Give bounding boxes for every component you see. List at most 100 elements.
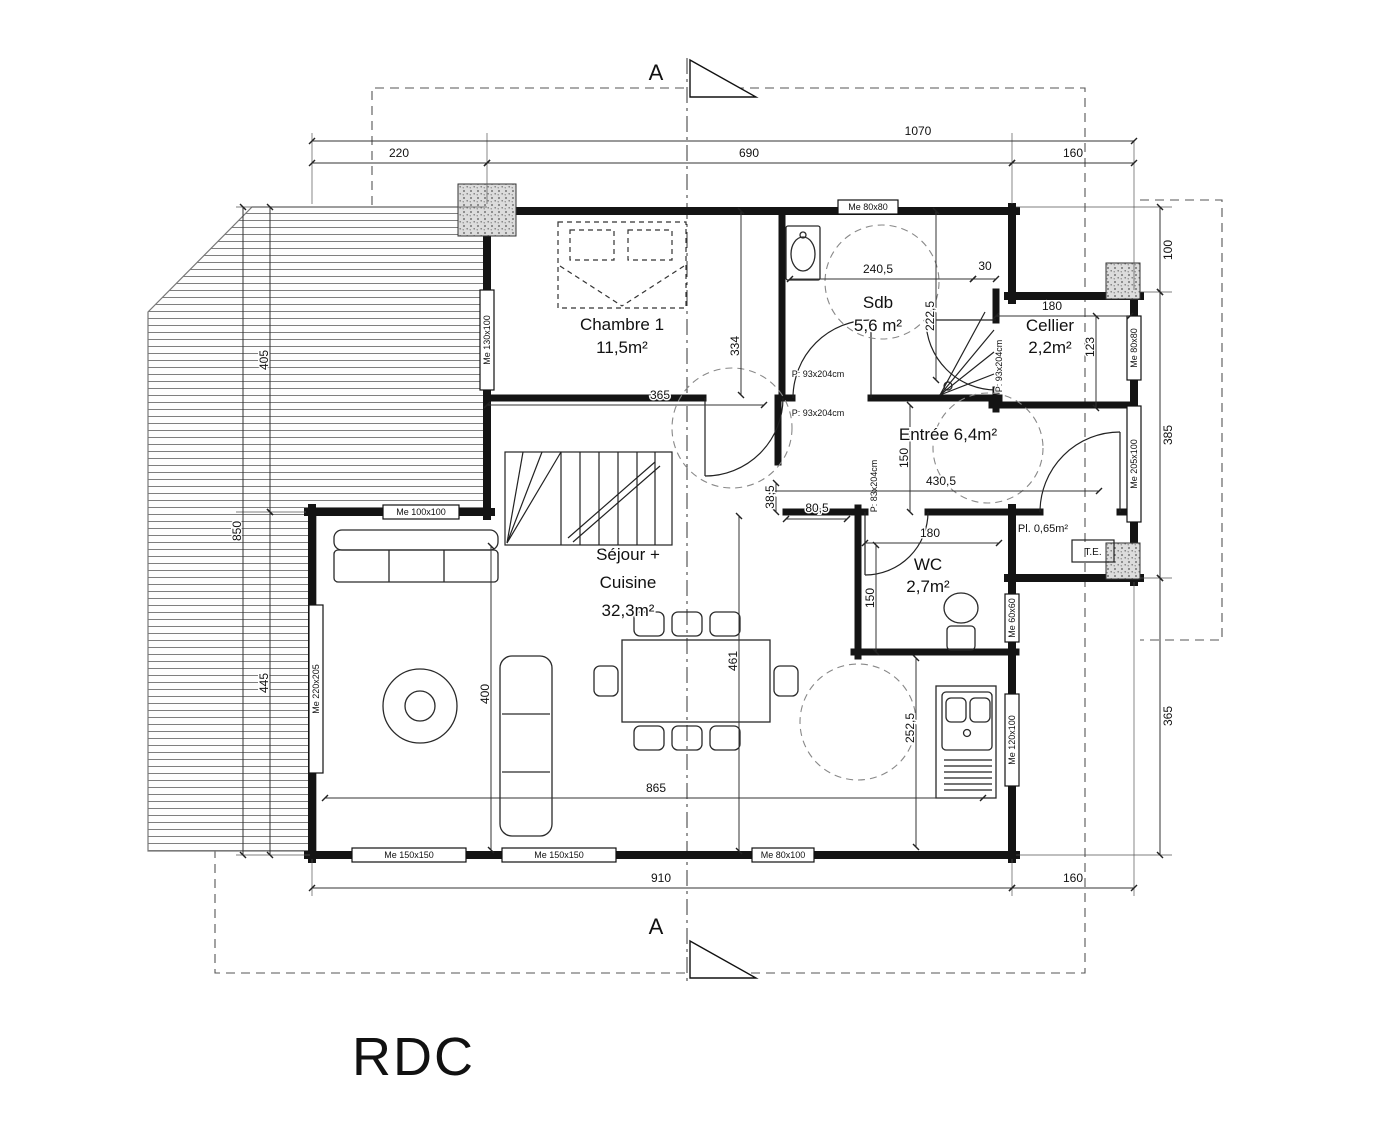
toilet [943, 592, 979, 651]
dim-entree-height-label: 150 [897, 448, 911, 468]
coffee-table [382, 668, 458, 744]
dim-wc-width: 180 [861, 525, 1003, 547]
section-arrow-top [689, 58, 759, 98]
dim-right-mid: 385 [1156, 288, 1177, 582]
dim-kitchen-height: 252,5 [902, 654, 920, 851]
dim-sdb-side: 30 [969, 258, 1000, 283]
door-sdb-label: P: 93x204cm [792, 369, 845, 379]
window-kitchen-right: Me 120x100 [1004, 693, 1020, 787]
dim-kitchen-height-label: 252,5 [903, 713, 917, 743]
bed [557, 221, 687, 309]
dim-top-left: 220 [308, 145, 491, 167]
dim-entree-height: 150 [896, 401, 914, 516]
dim-top-right: 160 [1008, 145, 1138, 167]
dim-sdb-height: 222,5 [922, 207, 940, 384]
te-box [1071, 539, 1115, 563]
dim-mid-height: 461 [725, 512, 743, 855]
section-arrow-bottom [689, 939, 759, 979]
room-label-placard: Pl. 0,65m² [1018, 523, 1068, 535]
dim-sdb-side-label: 30 [978, 259, 992, 273]
door-cellier: P: 93x204cm [925, 319, 1005, 394]
window-step-wall: Me 100x100 [382, 504, 460, 520]
pier-right-upper [1105, 262, 1141, 300]
room-label-wc-area: 2,7m² [906, 577, 950, 596]
window-entree-right: Me 205x100 [1126, 405, 1142, 523]
room-label-chambre-area: 11,5m² [596, 338, 648, 357]
dim-hall-height: 38,5 [762, 479, 780, 516]
door-placard [1039, 431, 1121, 513]
pier-right-lower [1105, 542, 1141, 580]
window-top-sdb: Me 80x80 [837, 199, 899, 215]
dim-entree-width: 430,5 [768, 473, 1103, 495]
dim-bottom-right-label: 160 [1063, 871, 1083, 885]
window-bottom-1-label: Me 150x150 [384, 850, 434, 860]
kitchen-counter [935, 685, 997, 799]
dim-left-lower: 445 [256, 508, 274, 859]
dim-bottom-main-label: 910 [651, 871, 671, 885]
dim-wc-height: 150 [862, 541, 880, 656]
dim-wc-width-label: 180 [920, 526, 940, 540]
dim-chambre-width: 365 [483, 387, 768, 409]
window-cellier-right: Me 80x80 [1126, 315, 1142, 381]
dim-sdb-width-label: 240,5 [863, 262, 893, 276]
dim-hall-width-label: 80,5 [805, 501, 829, 515]
dim-top-total-label: 1070 [905, 124, 932, 138]
dim-bottom-main: 910 [308, 870, 1016, 892]
dim-bottom-right: 160 [1008, 870, 1138, 892]
dim-chambre-width-label: 365 [650, 388, 670, 402]
doors: P: 93x204cm P: 93x204cm P: 93x204cm P: 8… [704, 319, 1121, 576]
section-marker-bottom: A [649, 914, 759, 979]
door-chambre: P: 93x204cm [704, 397, 846, 477]
window-bottom-3-label: Me 80x100 [761, 850, 806, 860]
dim-sdb-width: 240,5 [786, 261, 977, 283]
section-marker-top-label: A [649, 60, 664, 85]
dim-chambre-height-label: 334 [728, 336, 742, 356]
dim-cellier-width-label: 180 [1042, 299, 1062, 313]
room-label-sejour-area: 32,3m² [602, 601, 655, 620]
dim-sejour-width-label: 865 [646, 781, 666, 795]
dim-right-top-label: 100 [1161, 240, 1175, 260]
section-marker-top: A [649, 58, 759, 98]
window-chambre-left: Me 130x100 [479, 289, 495, 391]
dim-cellier-height: 123 [1082, 312, 1100, 412]
room-label-entree: Entrée 6,4m² [899, 425, 998, 444]
door-wc-label: P: 83x204cm [869, 460, 879, 513]
door-sdb: P: 93x204cm [790, 319, 872, 399]
window-bottom-2-label: Me 150x150 [534, 850, 584, 860]
dim-sejour-width: 865 [321, 780, 987, 802]
window-wc-right: Me 60x60 [1004, 593, 1020, 643]
window-top-sdb-label: Me 80x80 [848, 202, 888, 212]
room-label-sejour-1: Séjour + [596, 545, 660, 564]
dim-sejour-height-label: 400 [478, 684, 492, 704]
dim-cellier-height-label: 123 [1083, 337, 1097, 357]
dim-sdb-height-label: 222,5 [923, 301, 937, 331]
window-wc-label: Me 60x60 [1007, 598, 1017, 638]
dim-top-mid-label: 690 [739, 146, 759, 160]
window-bottom-2: Me 150x150 [501, 847, 617, 863]
window-step-label: Me 100x100 [396, 507, 446, 517]
room-labels: Chambre 1 11,5m² Sdb 5,6 m² Cellier 2,2m… [578, 292, 1115, 622]
windows: Me 80x80 Me 130x100 Me 100x100 Me 220x20… [308, 199, 1142, 863]
window-chambre-label: Me 130x100 [482, 315, 492, 365]
dim-left-lower-label: 445 [257, 673, 271, 693]
chaise [499, 655, 553, 837]
section-marker-bottom-label: A [649, 914, 664, 939]
window-kitchen-label: Me 120x100 [1007, 715, 1017, 765]
room-label-cellier-area: 2,2m² [1028, 338, 1072, 357]
room-label-te: T.E. [1084, 547, 1101, 558]
dim-right-low-label: 365 [1161, 706, 1175, 726]
window-cellier-label: Me 80x80 [1129, 328, 1139, 368]
door-chambre-label: P: 93x204cm [792, 408, 845, 418]
dim-hall-height-label: 38,5 [763, 485, 777, 509]
wall-piers [457, 183, 1141, 580]
staircase [504, 451, 673, 546]
dim-mid-height-label: 461 [726, 651, 740, 671]
window-sejour-label: Me 220x205 [311, 664, 321, 714]
dim-entree-width-label: 430,5 [926, 474, 956, 488]
roof-overhang-outline [214, 87, 1223, 974]
dim-cellier-width: 180 [992, 298, 1134, 320]
dining-table [593, 611, 799, 751]
room-label-sejour-2: Cuisine [600, 573, 657, 592]
